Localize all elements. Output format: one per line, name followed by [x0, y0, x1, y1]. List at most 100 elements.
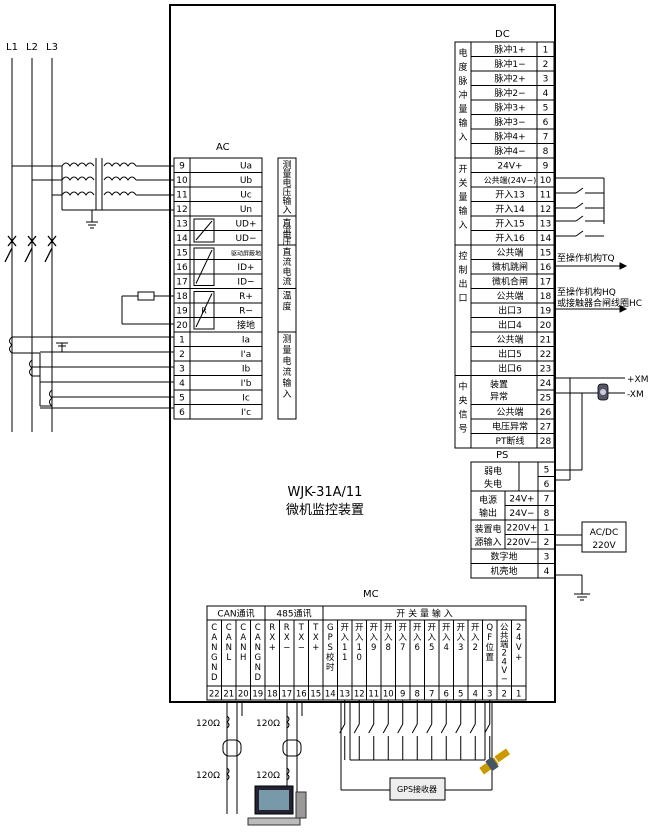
mc-terminal-number: 11 — [368, 690, 379, 700]
close-note: 至操作机构HQ — [557, 286, 616, 298]
ps-group-label-line1: 装置电 — [474, 523, 501, 535]
ac-terminal-number: 14 — [176, 234, 188, 244]
dc-terminal-number: 26 — [540, 408, 552, 418]
dc-terminal-block: 1脉冲1+2脉冲1−3脉冲2+4脉冲2−5脉冲3+6脉冲3−7脉冲4+8脉冲4−… — [454, 41, 555, 449]
mc-terminal-number: 9 — [400, 690, 405, 700]
dc-terminal-signal: 脉冲3+ — [494, 102, 525, 114]
ps-group-label-line2: 源输入 — [474, 536, 501, 548]
close-note-2: 或接触器合闸线圈HC — [557, 297, 642, 309]
ac-terminal-signal: Ib — [242, 365, 251, 375]
dc-control-label: 控制出口 — [458, 250, 467, 304]
ac-terminal-signal: 驱动屏蔽地 — [231, 250, 261, 258]
device-name: 微机监控装置 — [286, 503, 364, 518]
ps-signal: 24V+ — [509, 495, 534, 505]
dc-terminal-number: 22 — [540, 350, 551, 360]
ac-terminal-signal-cell — [189, 389, 263, 405]
ac-terminal-signal-cell — [189, 404, 263, 420]
resistor-symbols — [226, 715, 290, 781]
isolator-icon — [193, 218, 215, 243]
ac-terminal-signal-cell — [189, 331, 263, 347]
contact-blade — [397, 723, 404, 734]
dc-terminal-number: 13 — [540, 220, 551, 230]
isolator-icon-slash — [195, 220, 213, 241]
ac-terminal-number: 9 — [179, 162, 185, 172]
mc-terminal-number: 12 — [354, 690, 365, 700]
dc-terminal-number: 20 — [540, 321, 552, 331]
ac-terminal-number: 5 — [179, 394, 185, 404]
ac-dcv-label: 直流电压 — [282, 217, 291, 248]
dc-terminal-signal: 出口3 — [498, 305, 522, 317]
line-label-l3: L3 — [46, 42, 58, 53]
dc-terminal-number: 21 — [540, 336, 551, 346]
ac-terminal-signal: UD− — [235, 234, 256, 244]
ac-terminal-number: 17 — [176, 278, 187, 288]
dc-terminal-signal: 出口5 — [498, 348, 522, 360]
ac-terminal-number: 11 — [176, 191, 187, 201]
dc-terminal-number: 24 — [540, 379, 552, 389]
ps-terminal-number: 7 — [544, 495, 550, 505]
mc-terminal-number: 19 — [252, 690, 263, 700]
dc-terminal-signal: 出口4 — [498, 319, 522, 331]
computer-icon — [247, 785, 307, 826]
ps-signal: 220V− — [507, 538, 538, 548]
ps-weak-spacer — [518, 461, 539, 492]
ac-terminal-signal: I'a — [241, 350, 252, 360]
mc-group-header: 开 关 量 输 入 — [396, 608, 452, 620]
ac-terminal-signal: I'b — [241, 379, 252, 389]
ac-terminal-number: 10 — [176, 176, 188, 186]
mc-switch-contacts — [339, 700, 491, 760]
acdc-supply-box — [581, 521, 627, 553]
dc-terminal-number: 18 — [540, 292, 552, 302]
resistor-label-2: 120Ω — [256, 719, 280, 729]
contact-blade — [440, 723, 447, 734]
dc-section-label-cell — [454, 375, 472, 449]
ps-terminal-block: 弱电失电56电源输出24V+724V−8装置电源输入220V+1220V−2数字… — [470, 461, 556, 579]
mc-terminal-number-cell — [511, 685, 527, 701]
ac-terminal-number: 1 — [179, 336, 185, 346]
ac-terminal-number: 20 — [176, 321, 188, 331]
device-fault-cell — [470, 375, 538, 405]
ac-terminal-number: 19 — [176, 307, 188, 317]
dc-terminal-number: 12 — [540, 205, 551, 215]
trip-note: 至操作机构TQ — [557, 252, 615, 264]
ac-terminal-number: 3 — [179, 365, 185, 375]
current-transformer-group — [9, 336, 174, 409]
ps-weak-line1: 弱电 — [484, 465, 502, 477]
mc-terminal-number: 20 — [238, 690, 249, 700]
voltage-transformer-group — [12, 158, 174, 229]
dc-terminal-signal: 开入14 — [495, 204, 525, 215]
ac-terminal-signal: ID− — [237, 278, 254, 288]
dc-terminal-number: 23 — [540, 365, 551, 375]
dc-terminal-signal: 脉冲3− — [494, 116, 525, 128]
dc-terminal-signal: 电压异常 — [492, 421, 528, 433]
contact-blade — [382, 723, 389, 734]
resistor-label-4: 120Ω — [256, 771, 280, 781]
dc-terminal-signal: PT断线 — [496, 435, 525, 447]
mc-group-header: 485通讯 — [276, 609, 311, 620]
ac-terminal-signal: Uc — [240, 191, 252, 201]
ps-terminal-number: 3 — [544, 553, 550, 563]
contact-blade — [368, 723, 375, 734]
dc-terminal-signal: 公共端 — [496, 334, 523, 346]
isolator-icon-slash — [195, 249, 213, 284]
ac-terminal-number: 12 — [176, 205, 187, 215]
dc-terminal-number: 9 — [543, 162, 549, 172]
line-label-l1: L1 — [6, 42, 18, 53]
ps-signal: 数字地 — [490, 551, 517, 563]
mc-terminal-number: 22 — [209, 690, 220, 700]
mc-terminal-number: 4 — [473, 690, 478, 700]
mc-terminal-number: 18 — [267, 690, 278, 700]
dc-terminal-signal: 公共端 — [496, 290, 523, 302]
dc-terminal-signal: 24V+ — [497, 162, 522, 172]
dc-terminal-number: 15 — [540, 249, 551, 259]
ac-terminal-signal-cell — [189, 360, 263, 376]
dc-terminal-signal: 脉冲1+ — [494, 44, 525, 56]
ac-section-label-cell — [277, 331, 297, 420]
